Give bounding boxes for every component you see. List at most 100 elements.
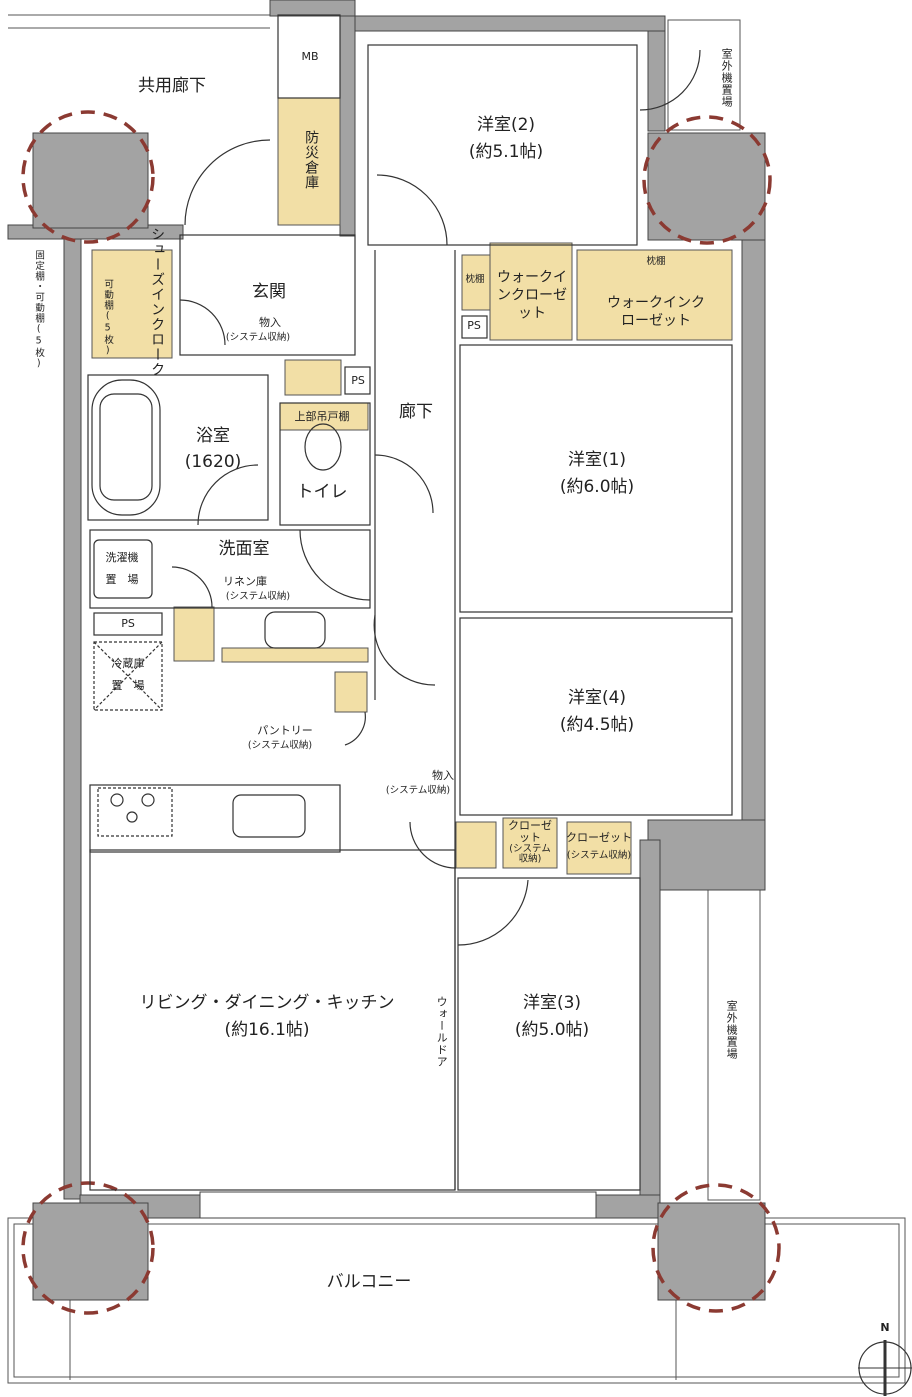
entry-storage-system-label: (システム収納) bbox=[225, 331, 291, 343]
burner bbox=[110, 793, 124, 807]
walkin-closet-small bbox=[489, 242, 573, 341]
wall bbox=[339, 15, 356, 237]
closet-b-label: クローゼット bbox=[566, 830, 632, 844]
column bbox=[32, 132, 149, 229]
ps-box bbox=[461, 315, 488, 339]
washroom bbox=[89, 529, 371, 609]
compass bbox=[858, 1340, 912, 1396]
toilet-label: トイレ bbox=[296, 481, 348, 502]
entry-storage-label: 物入 bbox=[259, 315, 281, 329]
entry-storage bbox=[284, 359, 342, 396]
closet-a-system-label: (システム収納) bbox=[509, 843, 551, 865]
storage2-system-label: (システム収納) bbox=[385, 784, 451, 796]
door-swing bbox=[373, 614, 436, 686]
balcony-rail bbox=[13, 1223, 900, 1378]
washer-space-label-2: 置 場 bbox=[105, 572, 139, 586]
washroom-label: 洗面室 bbox=[218, 538, 270, 559]
wall-door-label: ウォールドア bbox=[435, 996, 449, 1068]
toilet-bowl bbox=[304, 423, 342, 471]
pillow-shelf-label: 枕棚 bbox=[646, 255, 666, 267]
fixed-shelf-note: 固定棚・可動棚(5枚) bbox=[33, 250, 45, 370]
room2-size: (約5.1帖) bbox=[468, 141, 544, 162]
room-4 bbox=[459, 617, 733, 816]
column-marker bbox=[651, 1183, 781, 1313]
door-swing bbox=[344, 711, 366, 746]
room4-name: 洋室(4) bbox=[567, 687, 627, 708]
pillow-shelf bbox=[461, 254, 491, 311]
wall bbox=[639, 839, 661, 1201]
room1-size: (約6.0帖) bbox=[559, 476, 635, 497]
wall bbox=[269, 0, 356, 17]
wall bbox=[63, 238, 82, 1200]
entrance-hall bbox=[179, 234, 356, 356]
closet-b-system-label: (システム収納) bbox=[566, 849, 632, 861]
fridge-cross bbox=[93, 641, 163, 711]
fridge-space-label: 冷蔵庫 bbox=[111, 656, 145, 670]
wall bbox=[354, 15, 666, 32]
room2-name: 洋室(2) bbox=[476, 114, 536, 135]
column-marker bbox=[21, 1181, 155, 1315]
vanity-counter bbox=[221, 647, 369, 663]
upper-cabinet-label: 上部吊戸棚 bbox=[294, 409, 350, 423]
walkin-closet-large-label: ウォークインクローゼット bbox=[607, 294, 705, 329]
column bbox=[32, 1202, 149, 1301]
bathroom bbox=[87, 374, 269, 521]
room4-size: (約4.5帖) bbox=[559, 714, 635, 735]
bathtub-inner bbox=[99, 393, 153, 501]
closet-a bbox=[502, 817, 558, 869]
outdoor-unit-top-label: 室外機置場 bbox=[720, 48, 734, 108]
pantry-label: パントリー bbox=[257, 723, 313, 737]
wall bbox=[647, 30, 666, 132]
door-swing bbox=[374, 454, 434, 514]
storage2-label: 物入 bbox=[432, 768, 454, 782]
toilet-room bbox=[279, 402, 371, 526]
room1-name: 洋室(1) bbox=[567, 449, 627, 470]
linen-storage bbox=[173, 606, 215, 662]
movable-shelf-label: 可動棚(5枚) bbox=[102, 279, 114, 357]
outdoor-unit-area-top bbox=[667, 19, 741, 131]
pantry-system-label: (システム収納) bbox=[247, 739, 313, 751]
disaster-storage-label: 防災倉庫 bbox=[303, 130, 320, 190]
column bbox=[657, 1202, 766, 1301]
entrance-label: 玄関 bbox=[252, 281, 286, 302]
ps-label: PS bbox=[121, 616, 135, 630]
pillow-shelf-label: 枕棚 bbox=[465, 273, 485, 285]
bath-name: 浴室 bbox=[196, 425, 230, 446]
kitchen-sink bbox=[232, 794, 306, 838]
mb-box bbox=[277, 14, 341, 99]
ps-label: PS bbox=[351, 373, 365, 387]
outdoor-unit-right-label: 室外機置場 bbox=[725, 1000, 739, 1060]
linen-label: リネン庫 bbox=[223, 574, 267, 588]
door-swing bbox=[184, 139, 271, 226]
wall bbox=[741, 239, 766, 821]
door-swing bbox=[376, 174, 448, 246]
ps-box bbox=[344, 366, 371, 395]
north-label: N bbox=[880, 1320, 890, 1334]
mb-label: MB bbox=[301, 49, 319, 63]
door-swing bbox=[179, 299, 226, 346]
walkin-closet-large bbox=[576, 249, 733, 341]
ps-label: PS bbox=[467, 318, 481, 332]
burner bbox=[141, 793, 155, 807]
ldk-size: (約16.1帖) bbox=[224, 1019, 310, 1040]
hallway-label: 廊下 bbox=[399, 401, 433, 422]
wash-basin bbox=[264, 611, 326, 649]
burner bbox=[126, 811, 138, 823]
door-swing bbox=[409, 821, 457, 869]
wall bbox=[647, 819, 766, 891]
washer-space-label: 洗濯機 bbox=[105, 550, 139, 564]
disaster-storage bbox=[277, 97, 341, 226]
kitchen-counter bbox=[89, 784, 341, 853]
closet-b bbox=[566, 821, 632, 875]
door-swing bbox=[171, 566, 213, 608]
common-corridor-label: 共用廊下 bbox=[138, 75, 206, 96]
bathtub bbox=[91, 379, 161, 516]
door-swing bbox=[639, 49, 701, 111]
shoe-closet-label: シューズインクローク bbox=[149, 227, 166, 377]
column-marker bbox=[642, 115, 772, 245]
ps-box bbox=[93, 612, 163, 636]
column-marker bbox=[21, 110, 155, 244]
washer-space bbox=[93, 539, 153, 599]
